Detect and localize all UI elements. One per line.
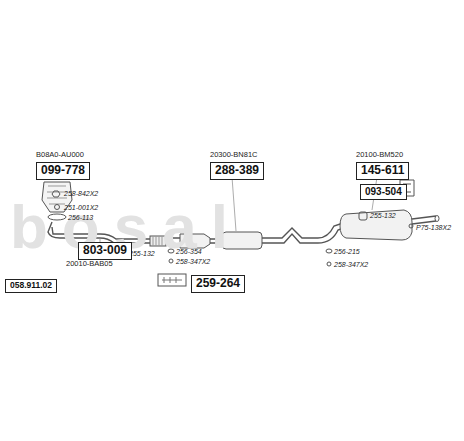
bolt-symbol (327, 262, 331, 266)
callout-number: 251-001X2 (64, 204, 98, 211)
kit-icon (158, 274, 186, 286)
bolt-symbol (169, 259, 173, 263)
oem-number: 20010-BAB05 (66, 260, 113, 268)
part-number-box: 803-00920010-BAB05 (78, 240, 133, 258)
part-number-box: 259-264 (191, 273, 246, 291)
rear-muffler (340, 210, 412, 240)
part-number: 803-009 (78, 242, 132, 260)
callout-number: 255-132 (370, 212, 396, 219)
part-number-box: 058.911.02 (5, 274, 58, 288)
oem-number: 20300-BN81C (210, 151, 258, 159)
clamp-symbol (409, 224, 413, 228)
part-number: 058.911.02 (5, 279, 57, 293)
part-number-box: 20300-BN81C288-389 (210, 160, 265, 178)
callout-number: 256-113 (68, 214, 93, 221)
part-number: 288-389 (210, 162, 264, 180)
hanger-symbol (359, 212, 367, 220)
callout-number: 256-354 (176, 248, 202, 255)
callout-number: 258-347X2 (176, 258, 210, 265)
callout-number: 258-347X2 (334, 261, 368, 268)
callout-number: P75-138X2 (416, 224, 451, 231)
callout-number: 255-132 (129, 250, 155, 257)
oem-number: 20100-BM520 (356, 151, 403, 159)
part-number-box: B08A0-AU000099-778 (36, 160, 91, 178)
part-number: 093-504 (360, 184, 407, 200)
part-number: 099-778 (36, 162, 90, 180)
gasket-symbol (326, 249, 332, 253)
part-number-box: 20100-BM520145-611 (356, 160, 410, 178)
callout-number: 256-215 (334, 248, 360, 255)
part-number-box: 093-504 (360, 181, 407, 197)
callout-number: 258-842X2 (64, 190, 98, 197)
mid-pipe (262, 222, 346, 238)
part-number: 259-264 (191, 275, 245, 293)
part-number: 145-611 (356, 162, 409, 180)
oem-number: B08A0-AU000 (36, 151, 84, 159)
